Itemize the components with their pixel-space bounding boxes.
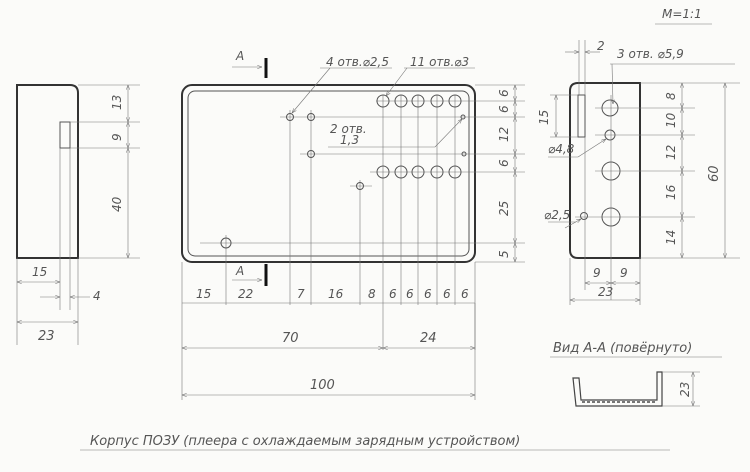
dim-15: 15	[32, 265, 47, 279]
hole	[460, 114, 466, 120]
note-small-holes: 4 отв.⌀2,5	[326, 55, 389, 69]
hole	[394, 165, 408, 179]
dim-23: 23	[678, 382, 692, 397]
slot	[59, 121, 71, 149]
dia-4-8: ⌀4,8	[548, 142, 575, 156]
dim-h: 6	[406, 287, 414, 301]
hole	[448, 165, 462, 179]
left-view-outline	[16, 84, 79, 259]
dim-v: 14	[664, 230, 678, 245]
dim-h: 6	[443, 287, 451, 301]
dim-v: 6	[497, 105, 511, 113]
dim-9: 9	[593, 266, 601, 280]
front-outline	[181, 84, 476, 263]
dim-h: 6	[389, 287, 397, 301]
dim-23: 23	[38, 329, 55, 344]
dim-h: 15	[196, 287, 211, 301]
scale-label: M=1:1	[655, 7, 712, 25]
right-view-outline	[569, 82, 641, 259]
dim-2: 2	[597, 39, 605, 53]
dim-v: 12	[664, 145, 678, 160]
dim-h: 7	[297, 287, 305, 301]
svg-text:M=1:1: M=1:1	[662, 7, 702, 21]
hole	[430, 165, 444, 179]
hole	[580, 212, 588, 220]
dia-2-5: ⌀2,5	[544, 208, 570, 222]
dim-v: 16	[664, 184, 678, 200]
svg-text:Корпус ПОЗУ (плеера с охлаждае: Корпус ПОЗУ (плеера с охлаждаемым зарядн…	[90, 434, 520, 449]
note-holes: 3 отв. ⌀5,9	[617, 47, 684, 61]
dim-h: 8	[368, 287, 376, 301]
note-large-holes: 11 отв.⌀3	[410, 55, 469, 69]
dim-60: 60	[707, 165, 722, 182]
dim-13: 13	[110, 95, 124, 110]
hole	[286, 113, 294, 121]
left-view: 13 9 40 15 4 23	[16, 84, 140, 345]
hole	[376, 165, 390, 179]
dim-h: 16	[328, 287, 344, 301]
hole	[220, 237, 232, 249]
dim-v: 8	[664, 92, 678, 100]
note-two-holes: 2 отв.	[330, 122, 367, 136]
hole	[356, 182, 364, 190]
hole	[461, 151, 467, 157]
dim-h: 6	[424, 287, 432, 301]
section-mark-top: A	[235, 49, 244, 63]
drawing-title: Корпус ПОЗУ (плеера с охлаждаемым зарядн…	[80, 434, 670, 451]
section-view: Вид А-А (повёрнуто) 23	[550, 341, 722, 407]
dim-v: 6	[497, 159, 511, 167]
hole-grid	[220, 94, 467, 249]
hole	[411, 94, 425, 108]
right-view: 2 3 отв. ⌀5,9 15	[537, 39, 740, 305]
dim-v: 10	[664, 112, 678, 128]
dim-9: 9	[620, 266, 628, 280]
hole	[430, 94, 444, 108]
hole	[411, 165, 425, 179]
hole	[376, 94, 390, 108]
dim-24: 24	[420, 331, 437, 346]
hole	[448, 94, 462, 108]
dim-15: 15	[537, 110, 551, 125]
hole	[307, 113, 315, 121]
dim-h: 22	[238, 287, 253, 301]
dim-23: 23	[598, 285, 613, 299]
dim-v: 25	[497, 201, 511, 216]
dim-v: 5	[497, 250, 511, 258]
dim-v: 12	[497, 127, 511, 142]
dim-4: 4	[93, 289, 101, 303]
section-label: Вид А-А (повёрнуто)	[553, 341, 692, 356]
channel-profile	[572, 371, 663, 407]
dim-v: 6	[497, 89, 511, 97]
hole	[307, 150, 315, 158]
dim-70: 70	[282, 331, 299, 346]
dim-h: 6	[461, 287, 469, 301]
dim-100: 100	[310, 378, 335, 393]
note-two-holes-size: 1,3	[340, 133, 359, 147]
hole	[394, 94, 408, 108]
section-mark-bottom: A	[235, 264, 244, 278]
dim-40: 40	[110, 196, 124, 212]
front-view: A A	[181, 49, 525, 400]
dim-9: 9	[110, 133, 124, 141]
